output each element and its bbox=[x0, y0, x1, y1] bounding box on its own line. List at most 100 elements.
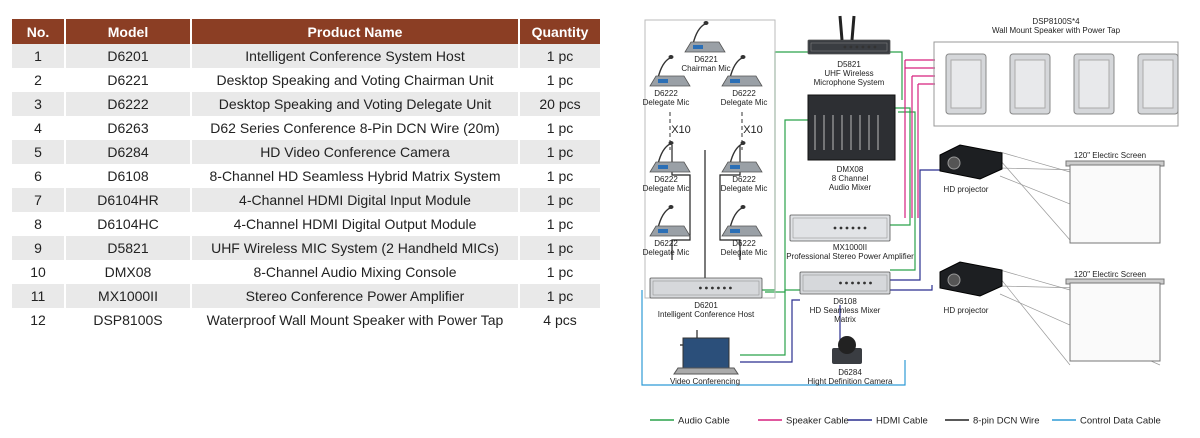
cell-product-name: Waterproof Wall Mount Speaker with Power… bbox=[191, 308, 520, 332]
cell-model: MX1000II bbox=[65, 284, 192, 308]
conference-host-label: D6201 bbox=[694, 301, 718, 310]
cell-no: 5 bbox=[12, 140, 66, 164]
wall-speaker-icon bbox=[945, 53, 987, 115]
projector-beam bbox=[999, 277, 1071, 366]
cell-model: D6221 bbox=[65, 68, 192, 92]
cell-no: 9 bbox=[12, 236, 66, 260]
projection-screen-icon bbox=[1065, 160, 1165, 244]
delegate-mic-label: Delegate Mic bbox=[643, 248, 690, 257]
chairman-mic-label: D6221 bbox=[694, 55, 718, 64]
audio-cable-mixer-matrix bbox=[890, 111, 916, 271]
screen-label: 120" Electirc Screen bbox=[1074, 151, 1146, 160]
legend-label: HDMI Cable bbox=[876, 416, 928, 427]
cell-model: D6201 bbox=[65, 44, 192, 68]
conference-host-label: Intelligent Conference Host bbox=[658, 310, 755, 319]
matrix-label: HD Seamless Mixer bbox=[810, 306, 881, 315]
conference-host-icon bbox=[649, 277, 763, 299]
legend-item: Control Data Cable bbox=[1052, 416, 1161, 427]
cell-product-name: 8-Channel Audio Mixing Console bbox=[191, 260, 520, 284]
cell-model: D6284 bbox=[65, 140, 192, 164]
chairman-mic-icon bbox=[684, 21, 726, 53]
audio-cable-mixer-amp bbox=[890, 107, 911, 226]
wireless-system-label: Microphone System bbox=[814, 78, 885, 87]
delegate-mic-label: D6222 bbox=[732, 239, 756, 248]
cell-product-name: HD Video Conference Camera bbox=[191, 140, 520, 164]
cell-quantity: 1 pc bbox=[519, 284, 600, 308]
cell-no: 7 bbox=[12, 188, 66, 212]
matrix-label: D6108 bbox=[833, 297, 857, 306]
cell-model: D6108 bbox=[65, 164, 192, 188]
chairman-mic-label: Chairman Mic bbox=[681, 64, 730, 73]
legend-label: Audio Cable bbox=[678, 416, 730, 427]
delegate-mic-icon bbox=[649, 205, 691, 237]
header-model: Model bbox=[65, 19, 192, 44]
projection-screen-icon bbox=[1065, 278, 1165, 362]
wireless-receiver-icon bbox=[807, 39, 891, 55]
audio-cable-wireless-mixer bbox=[890, 51, 903, 100]
projector-beam bbox=[999, 269, 1071, 291]
header-quantity: Quantity bbox=[519, 19, 600, 44]
delegate-mic-label: D6222 bbox=[654, 175, 678, 184]
audio-mixer-label: 8 Channel bbox=[832, 174, 869, 183]
control-cable bbox=[641, 290, 906, 386]
video-conferencing-label: Video Conferencing bbox=[670, 377, 740, 386]
matrix-label: Matrix bbox=[834, 315, 856, 324]
wall-speaker-icon bbox=[1073, 53, 1115, 115]
cell-model: D5821 bbox=[65, 236, 192, 260]
laptop-icon bbox=[673, 337, 739, 375]
speaker-label: Wall Mount Speaker with Power Tap bbox=[992, 26, 1121, 35]
legend-item: 8-pin DCN Wire bbox=[945, 416, 1040, 427]
projector-label: HD projector bbox=[944, 185, 989, 194]
ptz-camera-icon bbox=[832, 336, 862, 364]
wall-speaker-icon bbox=[1137, 53, 1179, 115]
legend-item: Speaker Cable bbox=[758, 416, 849, 427]
cell-quantity: 1 pc bbox=[519, 44, 600, 68]
delegate-mic-label: D6222 bbox=[654, 239, 678, 248]
cell-quantity: 1 pc bbox=[519, 68, 600, 92]
audio-cable-vc-matrix bbox=[740, 289, 800, 356]
amplifier-label: Professional Stereo Power Amplifier bbox=[786, 252, 914, 261]
wireless-system-label: UHF Wireless bbox=[824, 69, 873, 78]
cell-product-name: Desktop Speaking and Voting Chairman Uni… bbox=[191, 68, 520, 92]
delegate-mic-label: Delegate Mic bbox=[721, 184, 768, 193]
amplifier-label: MX1000II bbox=[833, 243, 867, 252]
cell-quantity: 1 pc bbox=[519, 260, 600, 284]
projector-icon bbox=[939, 144, 1003, 180]
cell-product-name: 4-Channel HDMI Digital Input Module bbox=[191, 188, 520, 212]
legend-label: 8-pin DCN Wire bbox=[973, 416, 1040, 427]
audio-mixer-icon bbox=[807, 94, 896, 161]
cell-model: D6222 bbox=[65, 92, 192, 116]
cell-model: D6263 bbox=[65, 116, 192, 140]
cell-quantity: 1 pc bbox=[519, 116, 600, 140]
multiplier-label: X10 bbox=[743, 124, 763, 136]
cell-model: DMX08 bbox=[65, 260, 192, 284]
delegate-mic-label: D6222 bbox=[732, 175, 756, 184]
delegate-mic-icon bbox=[721, 55, 763, 87]
cell-quantity: 20 pcs bbox=[519, 92, 600, 116]
projector-label: HD projector bbox=[944, 306, 989, 315]
hdmi-cable-vc bbox=[740, 299, 800, 363]
cable-legend: Audio Cable Speaker Cable HDMI Cable 8-pin … bbox=[650, 416, 1161, 427]
wall-speaker-icon bbox=[1009, 53, 1051, 115]
cell-model: D6104HR bbox=[65, 188, 192, 212]
delegate-mic-label: Delegate Mic bbox=[721, 98, 768, 107]
cell-product-name: 4-Channel HDMI Digital Output Module bbox=[191, 212, 520, 236]
cell-product-name: UHF Wireless MIC System (2 Handheld MICs… bbox=[191, 236, 520, 260]
cell-no: 4 bbox=[12, 116, 66, 140]
delegate-mic-label: Delegate Mic bbox=[721, 248, 768, 257]
cell-product-name: 8-Channel HD Seamless Hybrid Matrix Syst… bbox=[191, 164, 520, 188]
handheld-mic-icon bbox=[838, 15, 856, 41]
table-header-row: No. Model Product Name Quantity bbox=[12, 19, 600, 44]
header-no: No. bbox=[12, 19, 66, 44]
audio-mixer-label: Audio Mixer bbox=[829, 183, 872, 192]
